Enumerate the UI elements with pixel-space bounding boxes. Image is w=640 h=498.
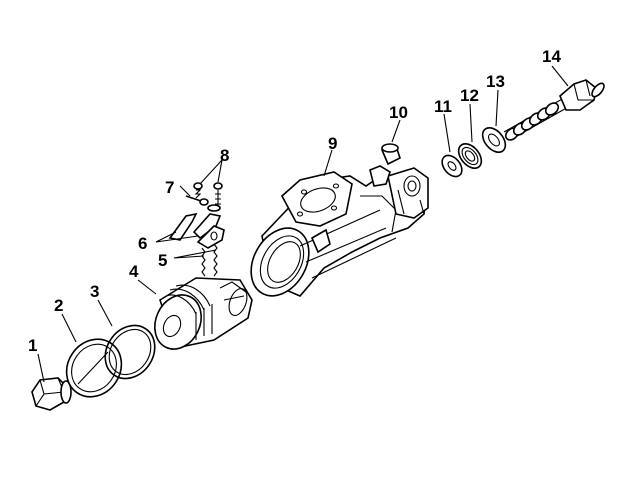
part-14-threaded-rod	[503, 79, 605, 141]
callout-6: 6	[138, 234, 147, 253]
callout-14: 14	[542, 47, 561, 66]
part-13-washer	[481, 127, 507, 153]
part-6-latches	[168, 212, 225, 249]
callout-2: 2	[54, 296, 63, 315]
part-10-cap	[380, 143, 401, 166]
callout-7: 7	[165, 178, 174, 197]
part-9-housing	[250, 165, 429, 297]
callout-1: 1	[28, 336, 37, 355]
part-1-plug	[31, 377, 72, 411]
leader-lines	[37, 65, 569, 383]
part-7-pin	[185, 195, 209, 206]
callout-11: 11	[434, 97, 452, 116]
part-5-springs	[201, 243, 218, 277]
callout-13: 13	[486, 72, 505, 91]
callout-3: 3	[90, 282, 99, 301]
callout-10: 10	[389, 103, 408, 122]
part-8-screws	[193, 182, 223, 212]
part-11-washer	[441, 154, 463, 178]
callout-4: 4	[129, 262, 139, 281]
callout-5: 5	[158, 251, 167, 270]
part-2-o-ring	[65, 338, 123, 398]
callout-12: 12	[460, 86, 479, 105]
part-12-seal	[457, 143, 483, 169]
callout-8: 8	[220, 146, 229, 165]
callout-9: 9	[328, 134, 337, 153]
part-3-ring	[104, 324, 156, 380]
part-4-piston	[154, 277, 253, 350]
